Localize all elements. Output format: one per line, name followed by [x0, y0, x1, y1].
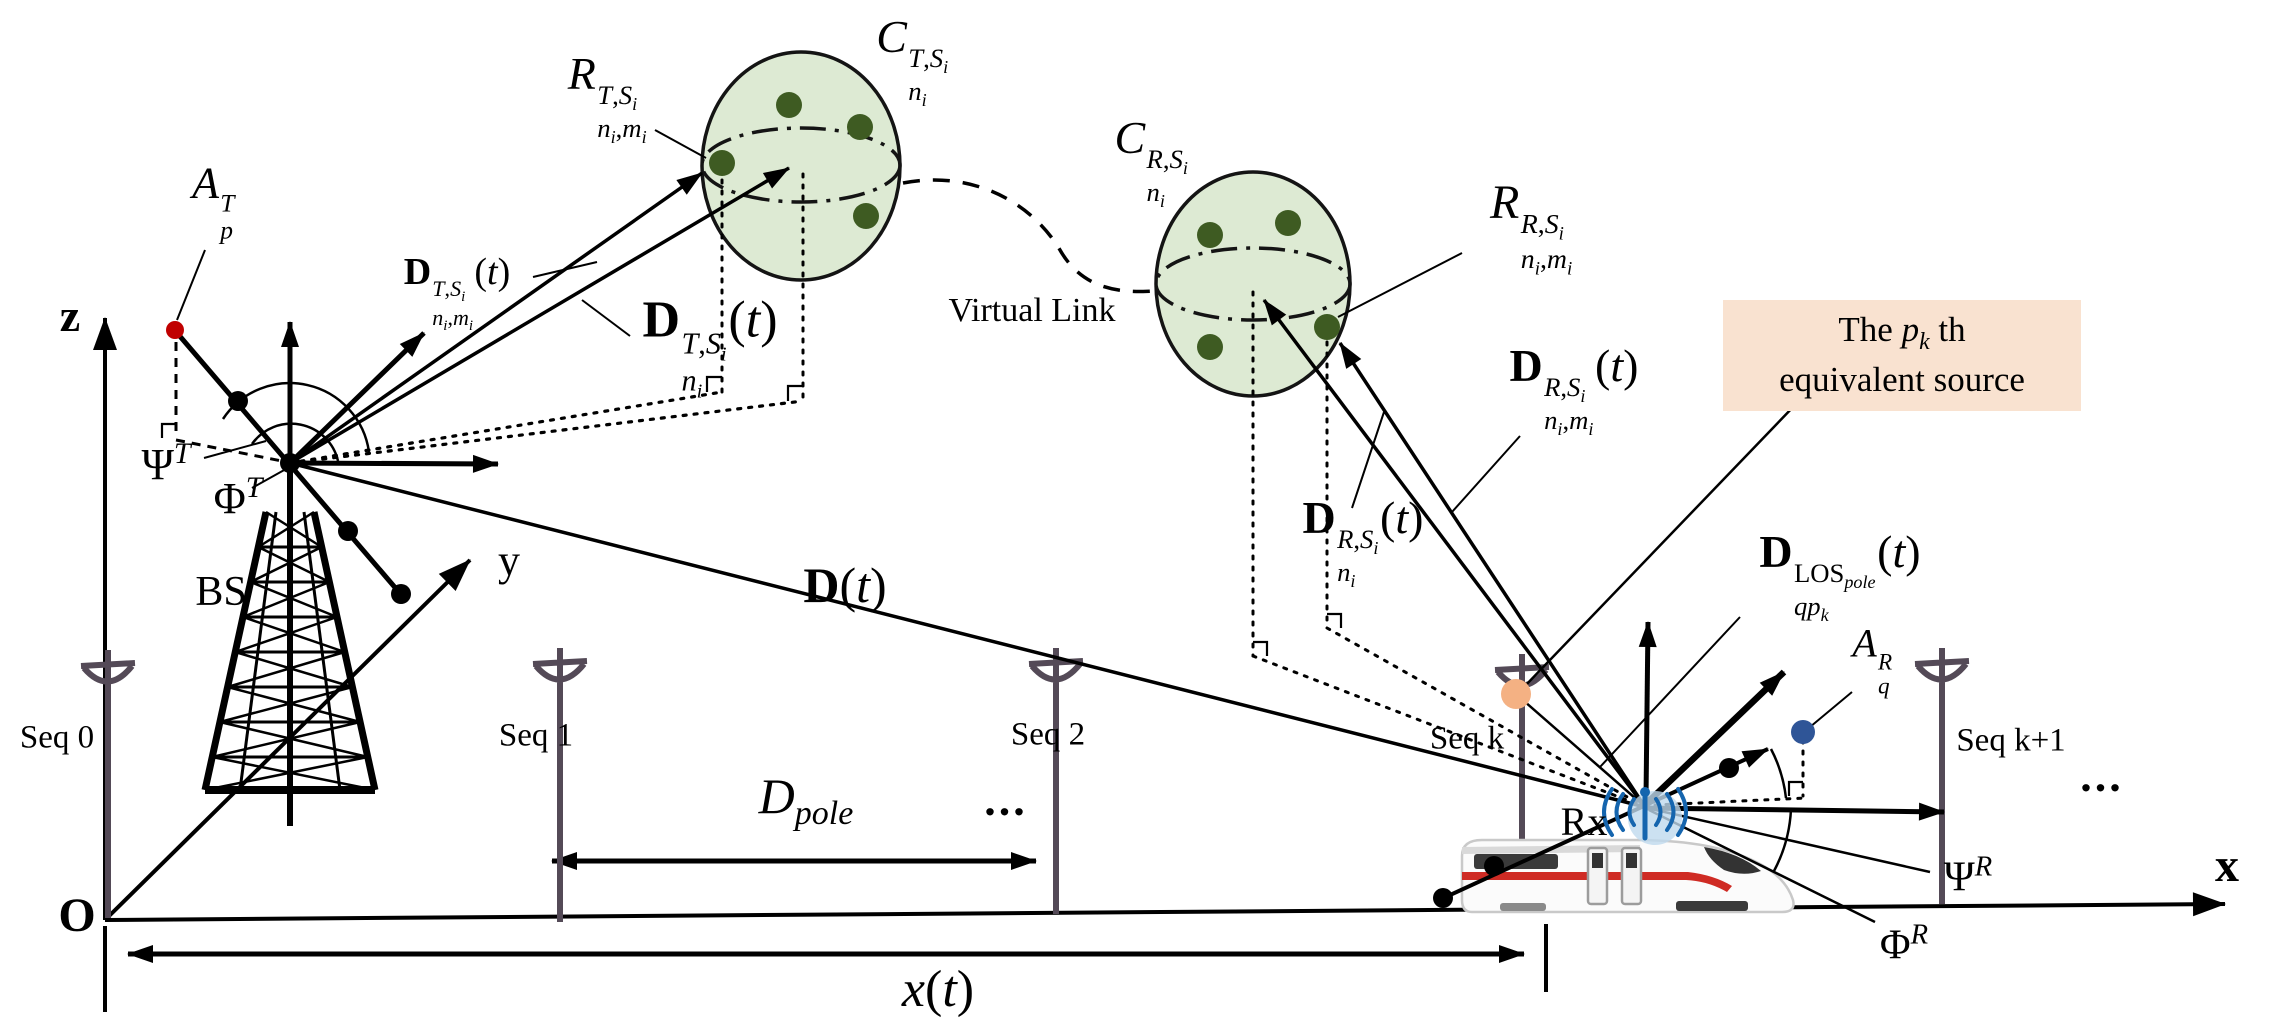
virtual-link-label: Virtual Link	[948, 292, 1116, 329]
seq0-label: Seq 0	[19, 719, 95, 756]
rx-label: Rx	[1560, 799, 1608, 844]
bs-to-center-arrow	[289, 166, 790, 465]
d-los-leader	[1599, 616, 1741, 768]
seqk-label: Seq k	[1429, 720, 1505, 757]
ellipsis-right: ...	[2080, 750, 2124, 801]
rx-up-arrow	[1638, 621, 1657, 799]
rx-sphere-equator	[1154, 246, 1352, 322]
train-windshield	[1704, 847, 1761, 874]
phi-r-label: ΦR	[1879, 919, 1929, 969]
box-leader	[1523, 404, 1796, 688]
y-axis-label: y	[498, 536, 520, 585]
bs-horiz-arrow	[289, 454, 499, 473]
pole-seq0-icon	[80, 650, 136, 918]
train-stripe	[1462, 872, 1732, 892]
seq1-label: Seq 1	[498, 717, 574, 754]
x-t-measure	[103, 924, 1548, 1012]
z-axis-label: z	[59, 290, 81, 341]
rx-array-elements	[1433, 679, 1815, 908]
x-axis-label: x	[2215, 839, 2239, 892]
d-r-ni-leader	[1351, 411, 1385, 509]
pole-seq2-icon	[1028, 648, 1084, 914]
equivalent-source-annotation: The pk th equivalent source	[1723, 300, 2081, 412]
d-r-nimi-leader	[1451, 435, 1521, 513]
annotation-line2: equivalent source	[1779, 359, 2025, 399]
r-r-leader	[1337, 252, 1463, 318]
virtual-link-curve	[902, 178, 1155, 294]
phi-t-leader	[251, 468, 287, 489]
seq2-label: Seq 2	[1010, 716, 1086, 753]
train-icon	[1460, 838, 1795, 914]
d-t-label: D(t)	[803, 557, 887, 613]
d-t-ni-leader	[581, 299, 631, 337]
origin-label: O	[58, 889, 96, 942]
bs-array-elements	[166, 321, 411, 604]
psi-r-label: ΨR	[1943, 851, 1993, 901]
rx-dotted-horiz	[1653, 796, 1808, 807]
d-pole-label: Dpole	[758, 768, 854, 832]
tx-scatterer-sphere	[700, 50, 902, 282]
x-axis	[104, 892, 2226, 922]
x-t-label: x(t)	[901, 961, 975, 1018]
rx-scatterer-sphere	[1154, 170, 1352, 398]
catenary-poles	[80, 648, 1970, 922]
rx-to-center-arrow	[1262, 298, 1647, 809]
pole-seqk1-icon	[1914, 648, 1970, 904]
aq-leader	[1809, 691, 1853, 728]
tx-scatterer-dots	[709, 92, 879, 229]
annotation-line1: The pk th	[1838, 310, 1966, 355]
phi-t-label: ΦT	[213, 471, 263, 523]
bs-azimuth-arc	[250, 422, 340, 462]
rx-antenna-icon	[1602, 787, 1688, 845]
tx-sphere-equator	[700, 126, 902, 204]
rx-elevation-arc	[1769, 748, 1788, 799]
pole-seq1-icon	[532, 648, 588, 922]
r-t-leader	[654, 129, 707, 159]
ap-leader	[176, 249, 206, 321]
ellipsis-mid: ...	[984, 774, 1028, 825]
bs-label: BS	[195, 569, 247, 615]
psi-t-leader	[203, 440, 267, 459]
psi-r-leader	[1650, 807, 1931, 874]
phi-r-leader	[1648, 808, 1876, 924]
rx-motion-arrow	[1642, 669, 1787, 808]
rx-horiz-arrow	[1644, 802, 1945, 821]
rx-to-scatterer-arrow	[1338, 342, 1647, 808]
rx-scatterer-dots	[1197, 210, 1340, 360]
d-t-nimi-leader	[532, 261, 598, 278]
rx-azimuth-arc	[1772, 808, 1793, 872]
aq-antenna-dot	[1791, 720, 1815, 744]
rx-projections	[1251, 290, 1647, 809]
bs-elevation-arc	[221, 381, 371, 453]
d-t-line	[289, 461, 1646, 809]
ap-antenna-dot	[166, 321, 184, 339]
equivalent-source-dot	[1501, 679, 1531, 709]
bs-to-scatterer-arrow	[288, 171, 704, 465]
seqk1-label: Seq k+1	[1956, 722, 2066, 759]
psi-t-label: ΨT	[141, 437, 191, 489]
los-and-leaders	[289, 461, 1931, 924]
bs-projections	[160, 172, 805, 465]
pole-los-line	[1515, 693, 1644, 806]
bs-diag-arrow	[288, 331, 426, 465]
bs-tower-icon	[201, 468, 379, 826]
